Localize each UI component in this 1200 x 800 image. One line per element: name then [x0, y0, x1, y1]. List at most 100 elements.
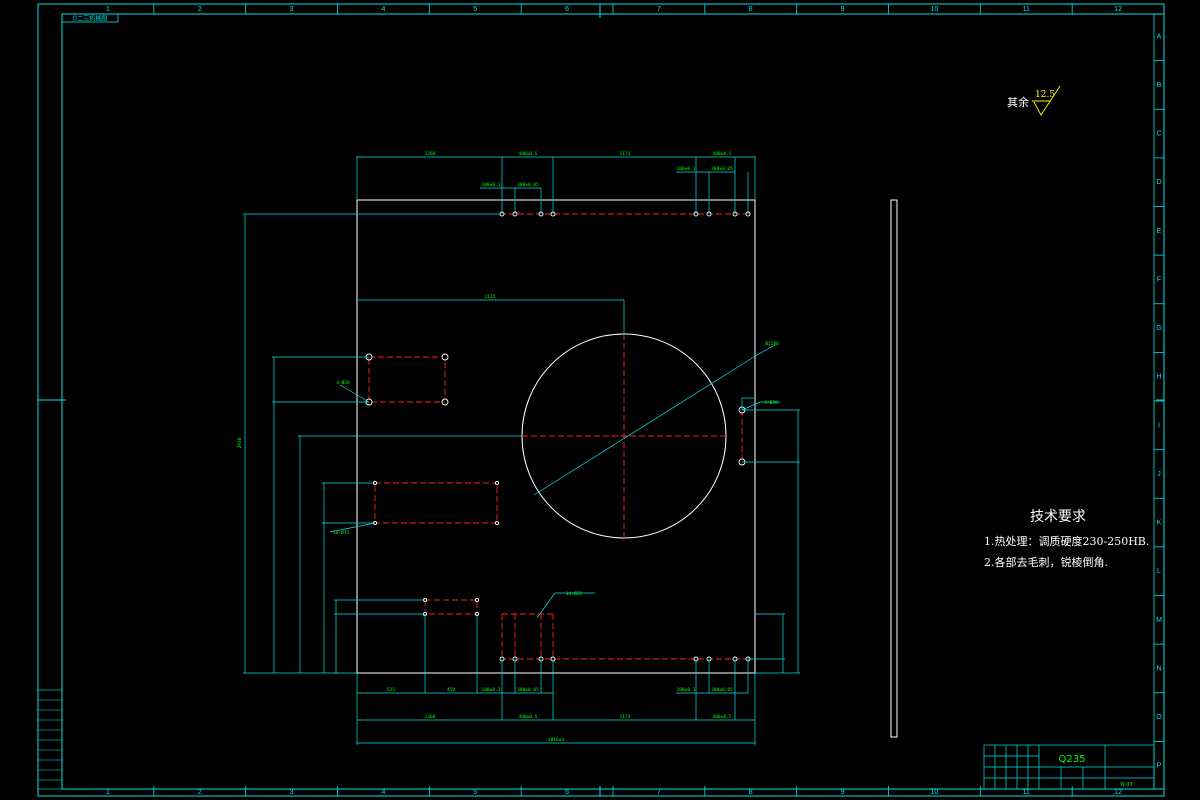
dim-bottom-small-2: 300±0.05 — [517, 687, 539, 693]
zone-label-bottom: 12 — [1114, 789, 1122, 796]
zone-label-bottom: 4 — [381, 789, 385, 796]
holes — [365, 211, 751, 662]
surface-roughness: 其余 12.5 — [1007, 85, 1061, 116]
roughness-value: 12.5 — [1035, 90, 1055, 100]
zone-label-top: 12 — [1114, 6, 1122, 13]
zone-label-side: I — [1158, 422, 1160, 429]
zone-label-bottom: 11 — [1023, 789, 1030, 796]
sheet-frame — [37, 3, 1165, 797]
zone-label-bottom: 1 — [106, 789, 110, 796]
roughness-symbol-icon — [1033, 85, 1061, 116]
zone-label-side: K — [1157, 520, 1162, 527]
zone-label-top: 1 — [106, 6, 110, 13]
title-block-drawing-no: YJ-03 — [1119, 782, 1133, 788]
tech-req-item-1: 1.热处理：调质硬度230-250HB. — [984, 534, 1149, 548]
zone-label-top: 7 — [657, 6, 661, 13]
hole — [494, 520, 500, 526]
hole — [494, 480, 500, 486]
title-block — [983, 744, 1155, 790]
revision-table — [37, 689, 63, 790]
dim-top-small-2: 300±0.05 — [517, 182, 539, 188]
technical-requirements: 技术要求 1.热处理：调质硬度230-250HB. 2.各部去毛刺，锐棱倒角. — [984, 509, 1149, 569]
dim-bottom-left-2: 450 — [447, 687, 455, 693]
zone-label-side: F — [1157, 276, 1161, 283]
zone-label-side: N — [1156, 665, 1161, 672]
hole-pattern-a — [368, 356, 446, 403]
zone-label-bottom: 5 — [473, 789, 477, 796]
zone-label-bottom: 10 — [931, 789, 939, 796]
zone-ticks — [153, 4, 1164, 796]
zone-label-top: 6 — [565, 6, 569, 13]
outer-border — [37, 3, 1165, 797]
zone-label-side: P — [1157, 763, 1162, 770]
dim-bottom-4: 480±0.5 — [713, 714, 732, 720]
zone-label-bottom: 6 — [565, 789, 569, 796]
zone-label-side: E — [1157, 228, 1162, 235]
dim-holes-b: 16-Ø15 — [333, 529, 350, 536]
dim-center-x: 2115 — [485, 294, 496, 300]
zone-label-side: D — [1156, 179, 1161, 186]
hole-pattern-c — [424, 599, 478, 615]
dim-top-2: 480±0.5 — [519, 151, 538, 157]
dim-bottom-small-3: 100±0.1 — [677, 687, 696, 693]
dim-bottom-2: 480±0.5 — [519, 714, 538, 720]
dim-holes-d: 14-Ø22 — [566, 590, 583, 597]
dim-top-small-4: 300±0.05 — [711, 166, 733, 172]
roughness-label: 其余 — [1007, 95, 1029, 109]
hole — [441, 398, 449, 406]
dim-top-4: 480±0.5 — [713, 151, 732, 157]
corner-label-box — [61, 13, 119, 23]
corner-label: ©二三机械图 — [73, 15, 107, 23]
plate-rectangle — [356, 199, 756, 674]
dimension-texts: 1360 480±0.5 1174 480±0.5 100±0.1 300±0.… — [237, 151, 779, 743]
hole — [474, 597, 480, 603]
zone-label-side: C — [1156, 131, 1161, 138]
dim-bottom-small-4: 300±0.05 — [711, 687, 733, 693]
zone-label-side: A — [1157, 33, 1162, 40]
zone-label-bottom: 9 — [841, 789, 845, 796]
zone-labels: 112233445566778899101011111212ABCDEFGHIJ… — [106, 6, 1162, 796]
zone-label-side: B — [1157, 82, 1162, 89]
zone-label-top: 9 — [841, 6, 845, 13]
dim-holes-c: 2-Ø20 — [764, 399, 778, 406]
hole — [441, 353, 449, 361]
center-lines — [368, 213, 750, 660]
dim-top-small-1: 100±0.1 — [482, 182, 501, 188]
zone-label-bottom: 3 — [290, 789, 294, 796]
revision-table-frame — [37, 689, 63, 790]
zone-label-side: H — [1156, 374, 1161, 381]
zone-label-side: G — [1156, 325, 1161, 332]
dimension-lines — [243, 156, 800, 745]
dim-left-vertical: 2930 — [237, 437, 243, 448]
dim-overall-width: 3016±3 — [548, 737, 565, 743]
title-block-material: Q235 — [1059, 754, 1086, 765]
zone-label-top: 2 — [198, 6, 202, 13]
zone-label-bottom: 2 — [198, 789, 202, 796]
hole-pattern-b — [374, 482, 498, 524]
dim-bottom-small-1: 100±0.1 — [482, 687, 501, 693]
side-view-strip — [890, 199, 898, 738]
zone-label-top: 11 — [1023, 6, 1030, 13]
zone-label-top: 5 — [473, 6, 477, 13]
plate-outline — [356, 199, 756, 674]
dim-bottom-3: 1174 — [620, 714, 631, 720]
zone-label-side: O — [1156, 714, 1162, 721]
zone-label-top: 8 — [749, 6, 753, 13]
zone-label-top: 3 — [290, 6, 294, 13]
dim-bottom-left-1: 525 — [387, 687, 395, 693]
dim-top-small-3: 100±0.1 — [677, 166, 696, 172]
dim-holes-a: 4-Ø20 — [336, 379, 350, 386]
zone-label-top: 10 — [931, 6, 939, 13]
zone-label-side: J — [1157, 471, 1161, 478]
dim-top-3: 1174 — [620, 151, 631, 157]
side-view — [890, 199, 898, 738]
dim-circle: Ø1580 — [765, 340, 779, 347]
zone-label-side: L — [1157, 568, 1161, 575]
zone-label-bottom: 7 — [657, 789, 661, 796]
dim-bottom-1: 1360 — [425, 714, 436, 720]
tech-req-title: 技术要求 — [1030, 509, 1086, 525]
zone-label-bottom: 8 — [749, 789, 753, 796]
zone-label-top: 4 — [381, 6, 385, 13]
dim-top-1: 1360 — [425, 151, 436, 157]
